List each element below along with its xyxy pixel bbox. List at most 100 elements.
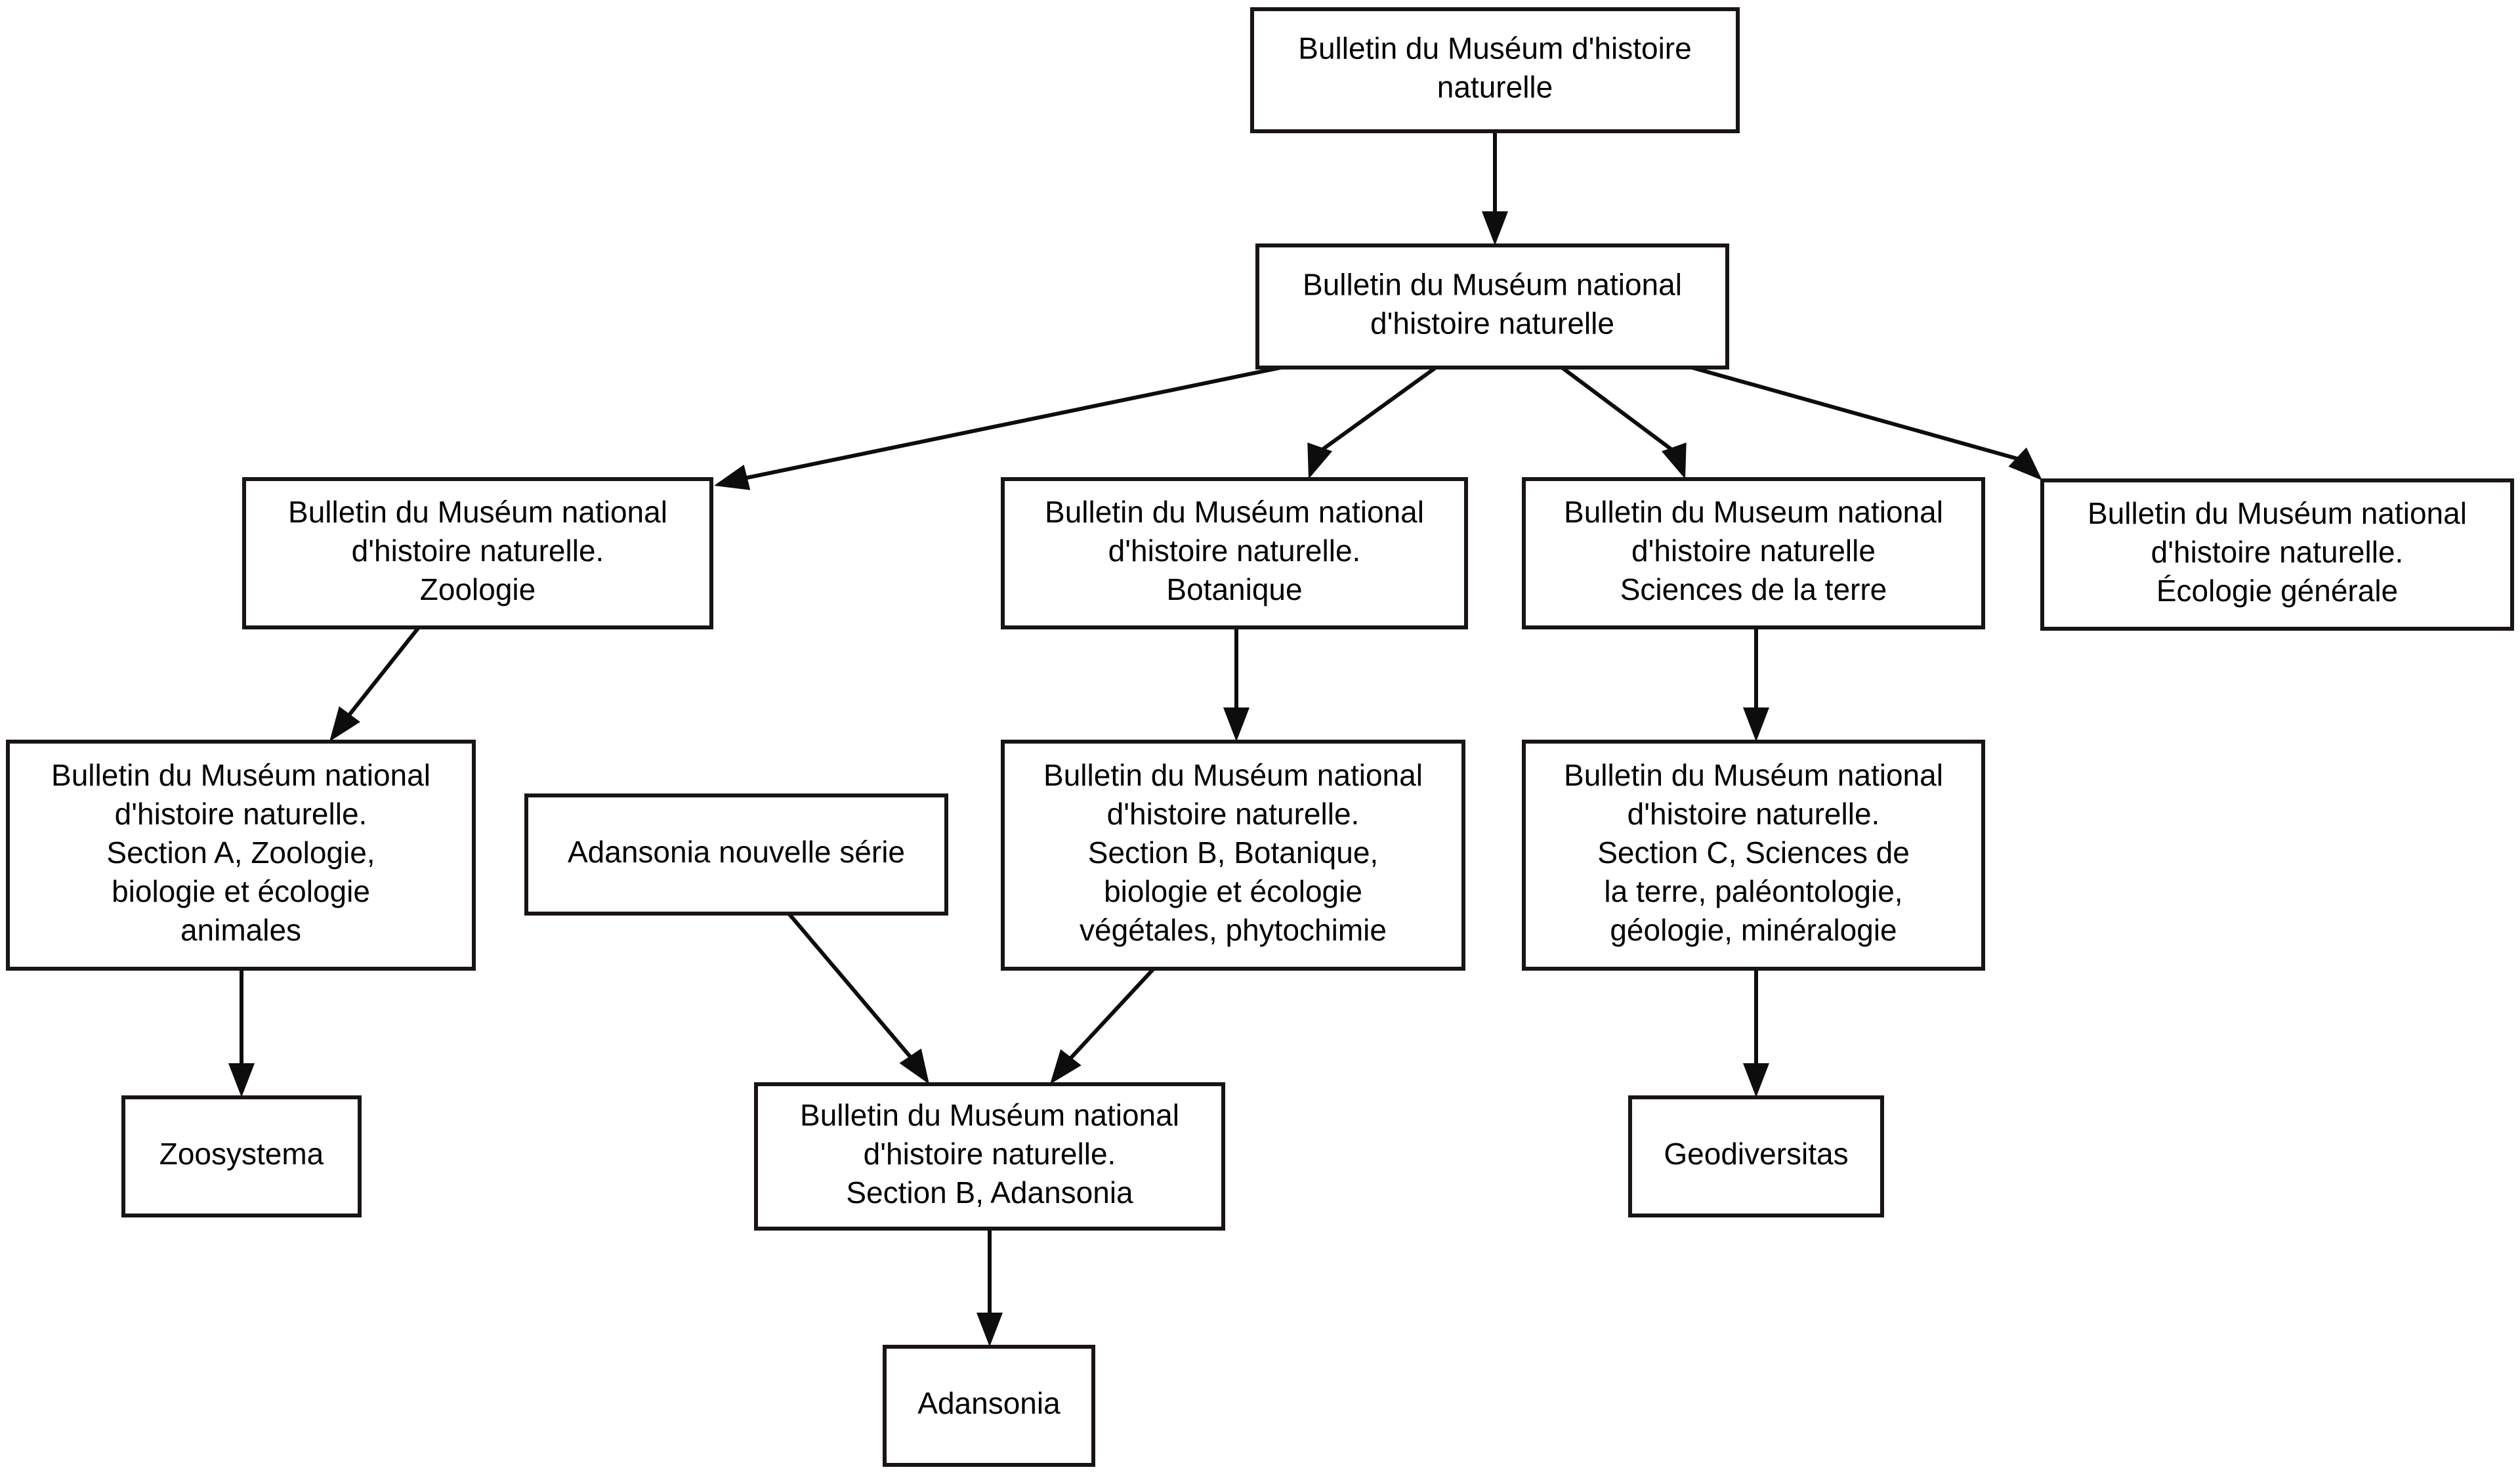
node-bulletin-museum-national-histoire-naturelle[interactable]: Bulletin du Muséum national d'histoire na…	[1255, 243, 1729, 370]
node-label-line: naturelle	[1437, 70, 1553, 104]
node-label: Adansonia nouvelle série	[568, 835, 905, 869]
edge-section-a-zoologie-to-zoosystema	[228, 969, 255, 1097]
node-box[interactable]	[242, 477, 713, 629]
node-label: Adansonia	[917, 1386, 1060, 1420]
node-box[interactable]	[1522, 740, 1985, 971]
node-box[interactable]	[6, 740, 476, 971]
node-label-line: d'histoire naturelle.	[115, 797, 368, 831]
node-label-line: biologie et écologie	[112, 874, 370, 908]
node-box[interactable]	[1522, 477, 1985, 629]
node-label-line: d'histoire naturelle	[1370, 306, 1614, 341]
node-section-b-botanique[interactable]: Bulletin du Muséum national d'histoire na…	[1001, 740, 1465, 971]
edge-bulletin-museum-national-histoire-naturelle-to-sciences-de-la-terre	[1561, 366, 1687, 479]
node-box[interactable]	[1001, 477, 1468, 629]
node-box[interactable]	[121, 1095, 362, 1217]
node-label: Bulletin du Muséum national d'histoire na…	[1303, 268, 1682, 341]
arrowhead-icon	[1661, 442, 1687, 479]
node-label-line: Adansonia nouvelle série	[568, 835, 905, 869]
node-label-line: Zoologie	[420, 572, 536, 606]
node-box[interactable]	[1255, 243, 1729, 370]
node-label-line: Bulletin du Muséum national	[1303, 268, 1682, 302]
node-label-line: d'histoire naturelle	[1631, 534, 1876, 568]
edge-bulletin-museum-national-histoire-naturelle-to-botanique	[1307, 366, 1437, 479]
node-label: Bulletin du Muséum national d'histoire na…	[1564, 758, 1943, 947]
node-label-line: biologie et écologie	[1104, 874, 1362, 908]
node-geodiversitas[interactable]: Geodiversitas	[1628, 1095, 1884, 1217]
edge-section-b-adansonia-to-adansonia	[976, 1229, 1003, 1347]
edge-line	[346, 626, 421, 718]
node-box[interactable]	[2040, 478, 2514, 631]
node-label: Bulletin du Muséum national d'histoire na…	[1043, 758, 1423, 947]
edge-line	[740, 366, 1282, 481]
node-label-line: Zoosystema	[159, 1137, 324, 1171]
node-label-line: Section A, Zoologie,	[106, 835, 375, 870]
node-box[interactable]	[524, 793, 948, 916]
node-box[interactable]	[883, 1345, 1095, 1467]
arrowhead-icon	[1482, 211, 1508, 245]
node-adansonia-nouvelle-serie[interactable]: Adansonia nouvelle série	[524, 793, 948, 916]
arrowhead-icon	[899, 1048, 929, 1084]
arrowhead-icon	[2008, 447, 2042, 480]
node-label-line: végétales, phytochimie	[1080, 913, 1387, 947]
node-label-line: Bulletin du Muséum national	[1043, 758, 1423, 792]
node-label-line: Botanique	[1166, 572, 1302, 606]
edge-sciences-de-la-terre-to-section-c-sciences-de-la-terre	[1743, 627, 1769, 742]
arrowhead-icon	[1223, 707, 1250, 742]
arrowhead-icon	[1743, 1063, 1769, 1097]
node-label-line: d'histoire naturelle.	[1107, 797, 1360, 831]
node-bulletin-museum-histoire-naturelle[interactable]: Bulletin du Muséum d'histoire naturelle	[1250, 7, 1740, 133]
node-zoosystema[interactable]: Zoosystema	[121, 1095, 362, 1217]
node-box[interactable]	[754, 1082, 1225, 1231]
node-box[interactable]	[1250, 7, 1740, 133]
edge-line	[1691, 366, 2021, 461]
node-label-line: Bulletin du Muséum d'histoire	[1298, 32, 1691, 66]
node-label-line: Bulletin du Muséum national	[51, 758, 430, 792]
arrowhead-icon	[714, 464, 751, 490]
node-adansonia[interactable]: Adansonia	[883, 1345, 1095, 1467]
edge-bulletin-museum-national-histoire-naturelle-to-zoologie	[714, 366, 1282, 490]
node-label: Geodiversitas	[1664, 1137, 1848, 1171]
node-label-line: Bulletin du Muséum national	[1045, 495, 1424, 529]
node-label: Bulletin du Muséum national d'histoire na…	[800, 1098, 1179, 1210]
node-label-line: d'histoire naturelle.	[864, 1137, 1116, 1171]
edge-zoologie-to-section-a-zoologie	[329, 626, 421, 742]
edge-bulletin-museum-national-histoire-naturelle-to-ecologie-generale	[1691, 366, 2042, 480]
arrowhead-icon	[976, 1313, 1003, 1347]
node-label-line: géologie, minéralogie	[1610, 913, 1897, 947]
node-label-line: Bulletin du Muséum national	[2088, 496, 2467, 530]
node-label-line: Bulletin du Muséum national	[1564, 758, 1943, 792]
node-label-line: Section C, Sciences de	[1597, 835, 1910, 870]
node-label-line: Geodiversitas	[1664, 1137, 1848, 1171]
arrowhead-icon	[329, 706, 360, 742]
edge-bulletin-museum-histoire-naturelle-to-bulletin-museum-national-histoire-naturelle	[1482, 131, 1508, 245]
edge-line	[1316, 366, 1437, 455]
edge-botanique-to-section-b-botanique	[1223, 627, 1250, 742]
node-label-line: d'histoire naturelle.	[1628, 797, 1880, 831]
node-label: Zoosystema	[159, 1137, 324, 1171]
node-label-line: Bulletin du Muséum national	[800, 1098, 1179, 1132]
node-section-b-adansonia[interactable]: Bulletin du Muséum national d'histoire na…	[754, 1082, 1225, 1231]
node-box[interactable]	[1628, 1095, 1884, 1217]
node-box[interactable]	[1001, 740, 1465, 971]
node-label-line: Section B, Botanique,	[1088, 835, 1378, 870]
node-label-line: Section B, Adansonia	[846, 1175, 1133, 1210]
node-label-line: animales	[180, 913, 301, 947]
edge-section-c-sciences-de-la-terre-to-geodiversitas	[1743, 969, 1769, 1097]
node-section-a-zoologie[interactable]: Bulletin du Muséum national d'histoire na…	[6, 740, 476, 971]
node-label: Bulletin du Muséum national d'histoire na…	[51, 758, 430, 947]
node-label-line: Bulletin du Muséum national	[288, 495, 667, 529]
edge-section-b-botanique-to-section-b-adansonia	[1050, 967, 1156, 1084]
edge-line	[1561, 366, 1677, 455]
arrowhead-icon	[1307, 442, 1333, 479]
node-section-c-sciences-de-la-terre[interactable]: Bulletin du Muséum national d'histoire na…	[1522, 740, 1985, 971]
